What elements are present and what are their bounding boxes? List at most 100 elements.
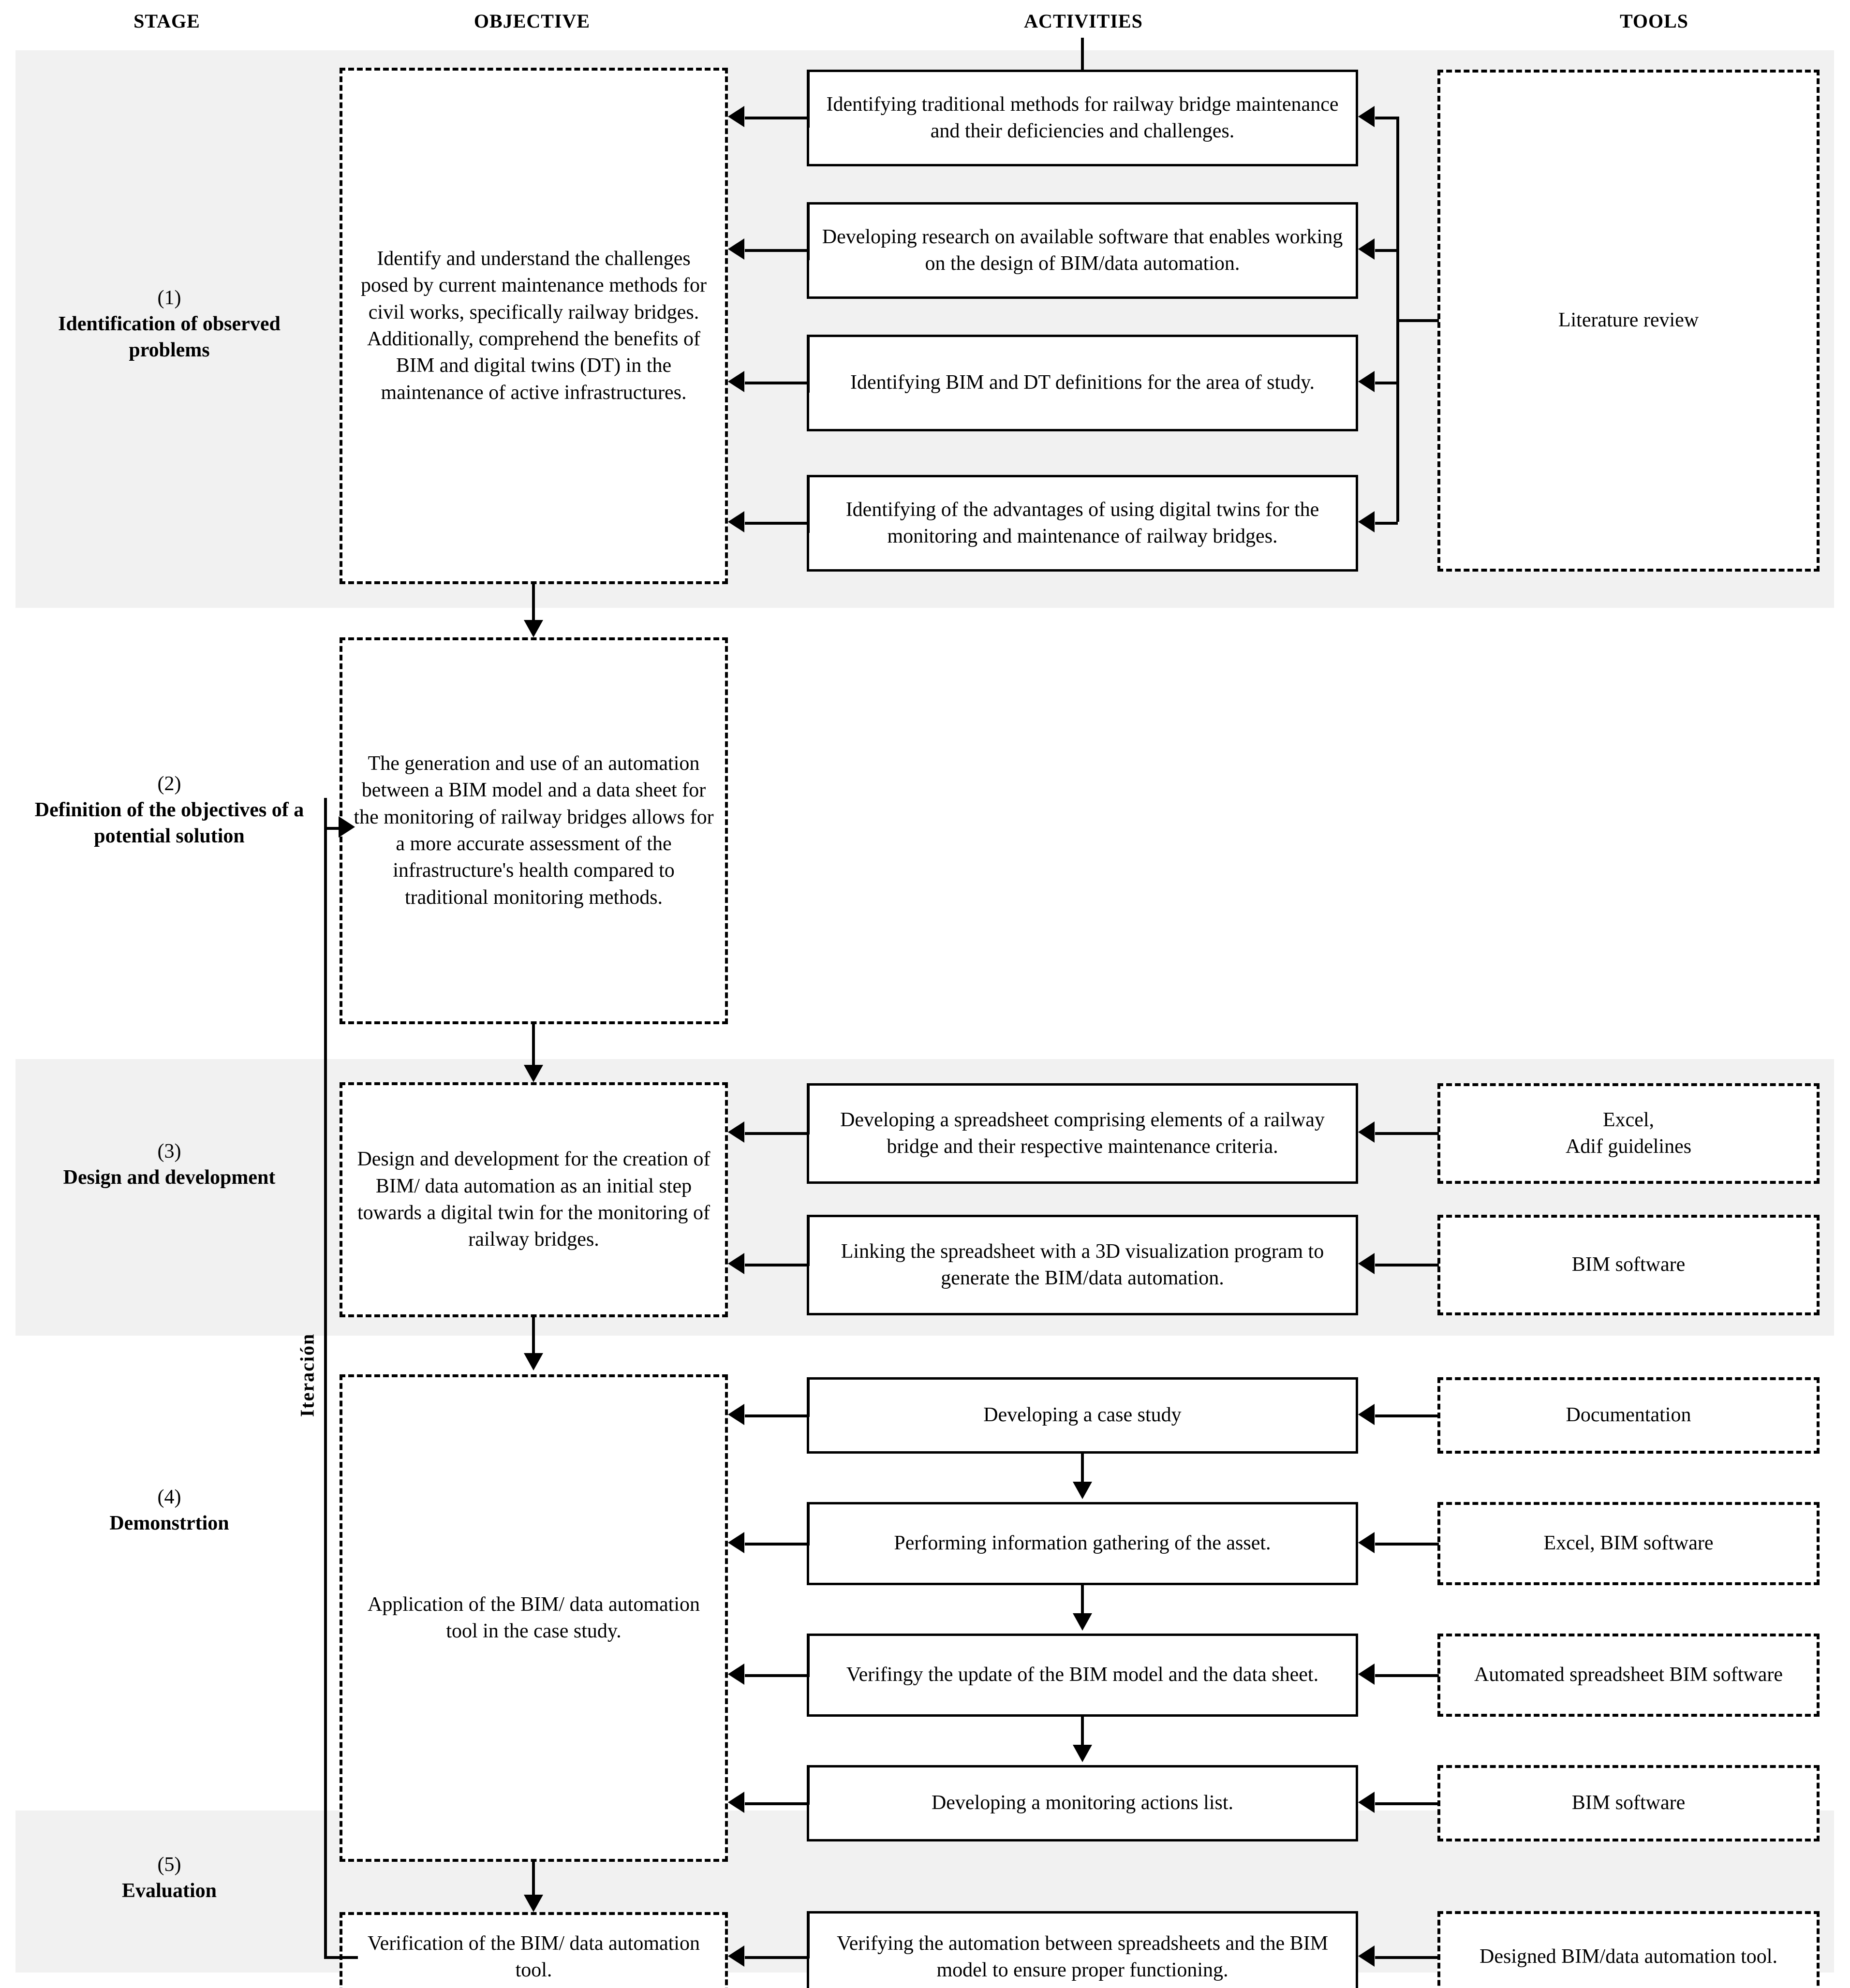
stage-number-2: (2) [157,773,181,795]
tool-box-4-1: Documentation [1437,1377,1820,1454]
tool-arm-5-1 [1375,1956,1439,1959]
activity-box-4-3: Verifingy the update of the BIM model an… [807,1634,1358,1717]
connector-a1-2-stub [807,202,810,260]
activity-text-4-2: Performing information gathering of the … [894,1532,1271,1555]
flow-obj3-obj4-line [532,1317,535,1356]
arrow-a1-4 [728,511,744,532]
flow-obj2-obj3-arrow [524,1065,543,1082]
tool-text-5-1: Designed BIM/data automation tool. [1480,1945,1777,1968]
stage-label-2: (2) Definition of the objectives of a po… [19,771,319,849]
arrow-a1-1 [728,106,744,127]
stage-number-3: (3) [157,1140,181,1163]
tool-box-3-1: Excel, Adif guidelines [1437,1083,1820,1184]
connector-a3-2-stub [807,1215,810,1266]
tool-arm-1-3 [1375,382,1398,384]
stage-label-1: (1) Identification of observed problems [19,285,319,363]
arrow-t5-1 [1358,1945,1375,1967]
tool-box-4-4: BIM software [1437,1765,1820,1841]
activity-box-4-4: Developing a monitoring actions list. [807,1765,1358,1841]
header-activities: ACTIVITIES [1024,10,1143,32]
iteration-top-line [324,827,348,830]
connector-a1-4-stub [807,475,810,533]
activity-text-1-1: Identifying traditional methods for rail… [826,93,1339,142]
flow-a4-2-3-line [1081,1585,1084,1615]
activity-box-1-2: Developing research on available softwar… [807,202,1358,299]
arrow-a4-3 [728,1664,744,1685]
tool-text-4-3: Automated spreadsheet BIM software [1474,1664,1783,1686]
objective-box-5: Verification of the BIM/ data automation… [340,1912,728,1988]
activity-text-5-1: Verifying the automation between spreads… [837,1932,1328,1981]
tool-arm-1-2 [1375,249,1398,252]
flow-obj4-obj5-arrow [524,1895,543,1912]
connector-a5-1-line [745,1956,808,1959]
activity-box-3-1: Developing a spreadsheet comprising elem… [807,1083,1358,1184]
stage-label-5: (5) Evaluation [19,1852,319,1904]
arrow-t1-4 [1358,511,1375,532]
tool-arm-4-3 [1375,1674,1439,1677]
tool-arm-3-2 [1375,1264,1439,1266]
activity-box-5-1: Verifying the automation between spreads… [807,1911,1358,1988]
connector-a1-1-stub [807,70,810,128]
activity-text-4-3: Verifingy the update of the BIM model an… [846,1664,1319,1686]
activity-box-1-3: Identifying BIM and DT definitions for t… [807,335,1358,431]
activity-box-3-2: Linking the spreadsheet with a 3D visual… [807,1215,1358,1315]
arrow-t4-4 [1358,1792,1375,1813]
objective-text-4: Application of the BIM/ data automation … [367,1593,700,1642]
connector-a5-1-stub [807,1911,810,1959]
arrow-t3-1 [1358,1121,1375,1143]
flow-obj2-obj3-line [532,1024,535,1068]
iteration-label: Iteración [296,1333,318,1417]
header-tools: TOOLS [1619,10,1689,32]
connector-a4-2-stub [807,1502,810,1546]
flow-a4-2-3-arrow [1073,1613,1092,1631]
tool-box-4-2: Excel, BIM software [1437,1502,1820,1585]
tool-arm-4-4 [1375,1802,1439,1805]
stage-number-1: (1) [157,287,181,309]
activity-text-4-1: Developing a case study [983,1404,1182,1427]
tool-arm-4-2 [1375,1543,1439,1546]
activity-box-4-2: Performing information gathering of the … [807,1502,1358,1585]
connector-a1-3-line [745,382,808,384]
tool-text-3-1: Excel, Adif guidelines [1565,1108,1692,1158]
flow-a4-1-2-line [1081,1454,1084,1484]
objective-box-1: Identify and understand the challenges p… [340,68,728,584]
tool-arm-4-1 [1375,1414,1439,1417]
connector-a1-4-line [745,522,808,525]
tool-arm-3-1 [1375,1132,1439,1135]
arrow-a3-2 [728,1253,744,1274]
iteration-bottom-line [324,1956,358,1959]
connector-a4-4-stub [807,1765,810,1805]
header-objective: OBJECTIVE [474,10,591,32]
stage-label-4: (4) Demonstrtion [19,1485,319,1537]
activity-text-1-2: Developing research on available softwar… [822,225,1343,275]
tool-arm-1-4 [1375,522,1398,525]
connector-a1-1-line [745,117,808,119]
stage-number-5: (5) [157,1854,181,1876]
arrow-a5-1 [728,1945,744,1967]
objective-text-5: Verification of the BIM/ data automation… [368,1932,700,1981]
objective-text-1: Identify and understand the challenges p… [361,247,707,404]
connector-a4-3-stub [807,1634,810,1677]
tool-text-3-2: BIM software [1571,1253,1686,1276]
tool-text-1-1: Literature review [1558,309,1699,332]
arrow-t3-2 [1358,1253,1375,1274]
stage-name-4: Demonstrtion [109,1512,229,1534]
header-stage: STAGE [133,10,200,32]
stage-label-3: (3) Design and development [19,1139,319,1191]
connector-a4-3-line [745,1674,808,1677]
arrow-t4-3 [1358,1664,1375,1685]
arrow-a1-3 [728,371,744,392]
objective-text-2: The generation and use of an automation … [354,752,714,909]
arrow-t1-2 [1358,238,1375,260]
objective-text-3: Design and development for the creation … [357,1148,710,1251]
flow-obj1-obj2-line [532,584,535,623]
arrow-a4-1 [728,1404,744,1425]
iteration-arrow [339,816,355,838]
flow-obj3-obj4-arrow [524,1353,543,1370]
flow-a4-1-2-arrow [1073,1482,1092,1499]
flow-a4-3-4-line [1081,1717,1084,1747]
stage-name-1: Identification of observed problems [58,312,281,361]
arrow-a4-2 [728,1532,744,1553]
connector-a1-2-line [745,249,808,252]
